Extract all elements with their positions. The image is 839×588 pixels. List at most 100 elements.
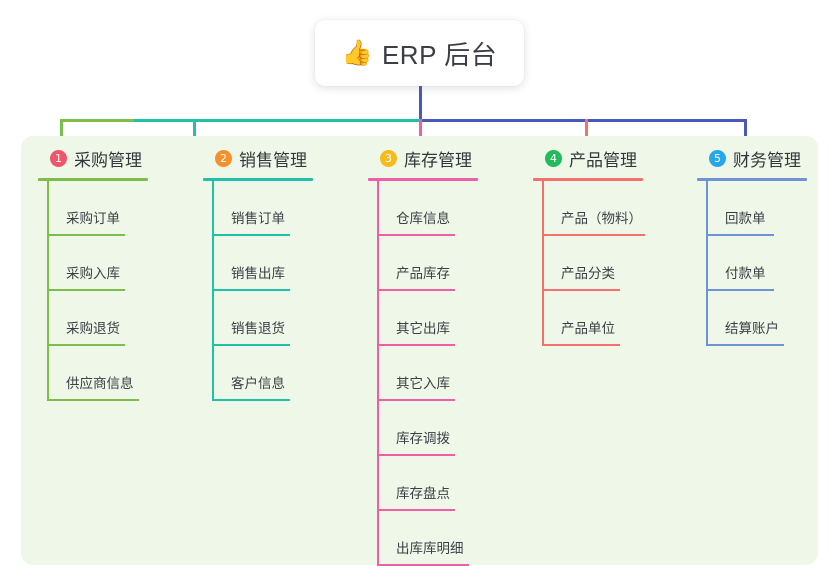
branch-item-rule: [706, 234, 774, 236]
branch-item-label: 库存盘点: [396, 486, 450, 501]
branch-item-label: 产品库存: [396, 266, 450, 281]
branch-spine: [212, 181, 214, 401]
branch-item-label: 产品单位: [561, 321, 615, 336]
branch-column-5: 5 财务管理回款单付款单结算账户: [697, 145, 807, 346]
branch-item-rule: [212, 399, 290, 401]
thumbs-up-icon: 👍: [341, 38, 373, 67]
branch-item-rule: [212, 289, 290, 291]
branch-item-rule: [377, 399, 455, 401]
branch-item[interactable]: 供应商信息: [38, 346, 148, 401]
branch-item[interactable]: 其它入库: [368, 346, 478, 401]
branch-item-rule: [47, 289, 125, 291]
branch-items: 销售订单销售出库销售退货客户信息: [203, 181, 313, 401]
branch-item[interactable]: 产品单位: [533, 291, 643, 346]
branch-item-rule: [47, 344, 125, 346]
branch-item[interactable]: 销售退货: [203, 291, 313, 346]
branch-item-label: 供应商信息: [66, 376, 134, 391]
branch-header-1[interactable]: 1 采购管理: [38, 145, 148, 171]
branch-items: 产品（物料） 产品分类产品单位: [533, 181, 645, 346]
branch-item-rule: [542, 234, 645, 236]
branch-item-label: 产品（物料）: [561, 211, 642, 226]
branch-item-label: 客户信息: [231, 376, 285, 391]
drop-purchasing: [60, 119, 63, 148]
branch-number-badge: 5: [709, 149, 726, 167]
branch-item[interactable]: 销售订单: [203, 181, 313, 236]
branch-item-rule: [377, 234, 455, 236]
bus-segment-green: [60, 119, 134, 122]
bus-segment-teal: [134, 119, 420, 122]
branch-item[interactable]: 采购订单: [38, 181, 148, 236]
branch-item-label: 采购入库: [66, 266, 120, 281]
branch-item-label: 仓库信息: [396, 211, 450, 226]
branch-title: 采购管理: [74, 150, 142, 170]
branch-column-1: 1 采购管理采购订单采购入库采购退货供应商信息: [38, 145, 148, 401]
branch-items: 仓库信息产品库存其它出库其它入库库存调拨库存盘点出库库明细: [368, 181, 478, 566]
branch-spine: [47, 181, 49, 401]
branch-item-label: 结算账户: [725, 321, 779, 336]
branch-item[interactable]: 产品库存: [368, 236, 478, 291]
branch-header-rule: [533, 178, 643, 181]
branch-item-label: 销售退货: [231, 321, 285, 336]
branch-header-rule: [203, 178, 313, 181]
branch-item[interactable]: 产品分类: [533, 236, 643, 291]
branch-item[interactable]: 产品（物料）: [533, 181, 645, 236]
branch-item-label: 库存调拨: [396, 431, 450, 446]
branch-item-label: 出库库明细: [396, 541, 464, 556]
branch-item-label: 其它入库: [396, 376, 450, 391]
branch-item-rule: [377, 454, 455, 456]
branch-number-badge: 1: [50, 149, 67, 167]
branch-item-rule: [212, 344, 290, 346]
branch-title: 库存管理: [404, 150, 472, 170]
branch-item-label: 销售订单: [231, 211, 285, 226]
root-node-card[interactable]: 👍 ERP 后台: [315, 20, 524, 86]
branch-item-rule: [377, 344, 455, 346]
branch-item-rule: [542, 289, 620, 291]
branch-item[interactable]: 其它出库: [368, 291, 478, 346]
root-node-title: ERP 后台: [381, 39, 498, 70]
branch-item-label: 采购订单: [66, 211, 120, 226]
branch-item-rule: [212, 234, 290, 236]
bus-segment-indigo: [420, 119, 745, 122]
branch-item-rule: [377, 509, 455, 511]
branch-number-badge: 3: [380, 149, 397, 167]
branch-item[interactable]: 回款单: [697, 181, 807, 236]
branch-item-label: 付款单: [725, 266, 766, 281]
branch-header-5[interactable]: 5 财务管理: [697, 145, 807, 171]
branch-item[interactable]: 采购入库: [38, 236, 148, 291]
branch-item[interactable]: 库存调拨: [368, 401, 478, 456]
branch-items: 采购订单采购入库采购退货供应商信息: [38, 181, 148, 401]
branch-item[interactable]: 结算账户: [697, 291, 807, 346]
branch-item[interactable]: 库存盘点: [368, 456, 478, 511]
branch-item[interactable]: 出库库明细: [368, 511, 478, 566]
branches-panel: [21, 136, 818, 565]
branch-item-label: 销售出库: [231, 266, 285, 281]
branch-header-rule: [368, 178, 478, 181]
branch-title: 财务管理: [733, 150, 801, 170]
branch-item[interactable]: 销售出库: [203, 236, 313, 291]
branch-item-rule: [377, 289, 455, 291]
branch-item[interactable]: 付款单: [697, 236, 807, 291]
branch-number-badge: 2: [215, 149, 232, 167]
drop-product: [585, 119, 588, 148]
branch-item-rule: [47, 234, 125, 236]
branch-item-rule: [377, 564, 469, 566]
branch-item-rule: [706, 289, 774, 291]
branch-items: 回款单付款单结算账户: [697, 181, 807, 346]
branch-item[interactable]: 客户信息: [203, 346, 313, 401]
branch-item-label: 产品分类: [561, 266, 615, 281]
branch-item-rule: [706, 344, 784, 346]
branch-item-label: 回款单: [725, 211, 766, 226]
branch-header-rule: [38, 178, 148, 181]
branch-item-rule: [47, 399, 139, 401]
root-trunk-line: [419, 86, 422, 122]
branch-header-rule: [697, 178, 807, 181]
branch-item[interactable]: 仓库信息: [368, 181, 478, 236]
branch-item-label: 其它出库: [396, 321, 450, 336]
drop-finance: [744, 119, 747, 148]
branch-header-3[interactable]: 3 库存管理: [368, 145, 478, 171]
branch-item[interactable]: 采购退货: [38, 291, 148, 346]
